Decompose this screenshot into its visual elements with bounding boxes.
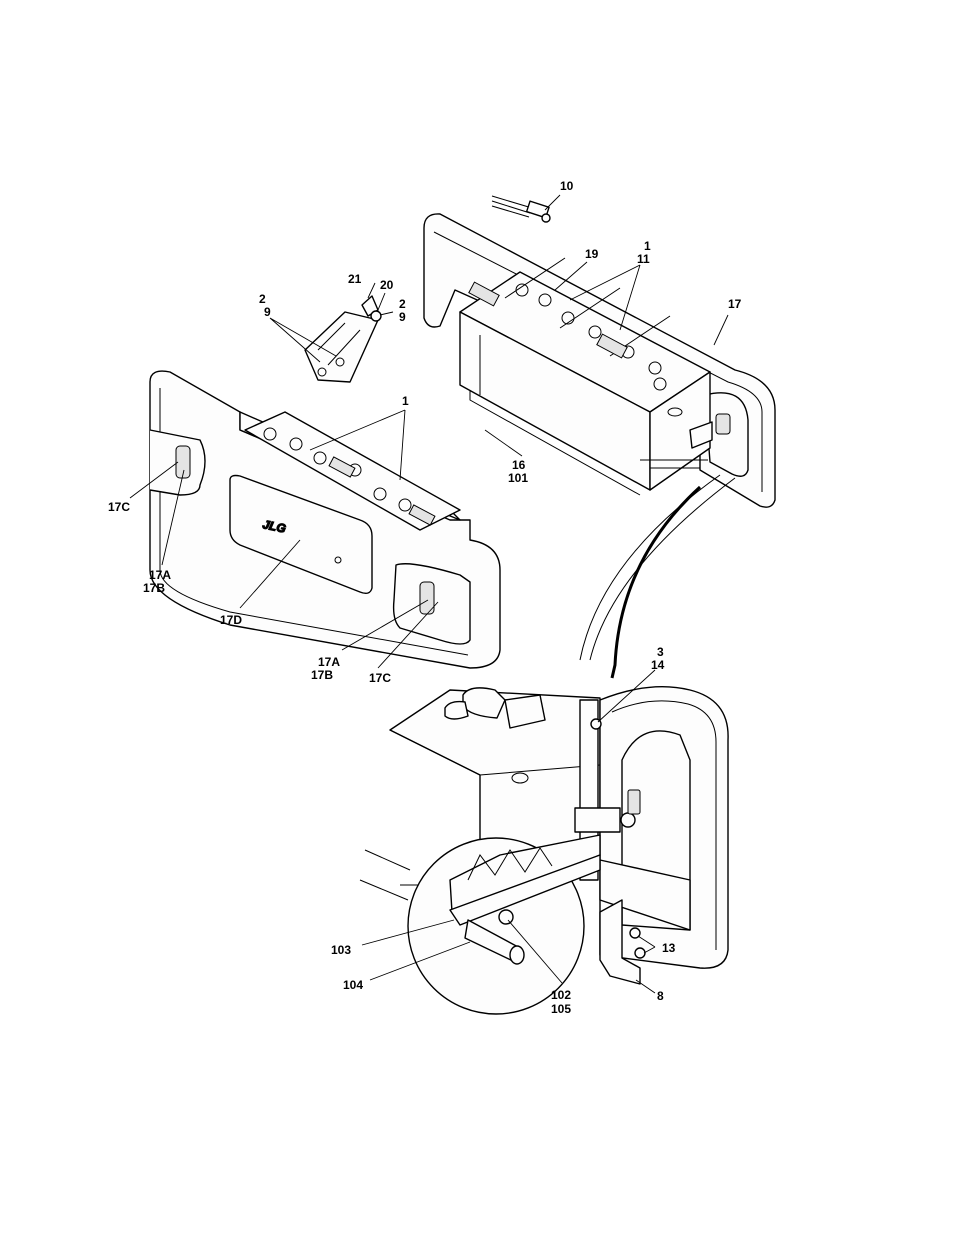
svg-text:17: 17 xyxy=(728,297,742,311)
svg-text:11: 11 xyxy=(637,252,650,266)
callout-8-line-1: 8 xyxy=(657,989,664,1003)
callout-16-101-line-1: 16 xyxy=(512,458,526,472)
callout-3-14-line-2: 14 xyxy=(651,658,665,672)
callout-13-line-1: 13 xyxy=(662,941,676,955)
svg-text:17A: 17A xyxy=(149,568,171,582)
callout-16-101-line-2: 101 xyxy=(508,471,528,485)
svg-text:17C: 17C xyxy=(369,671,391,685)
callout-2-9-right-line-1: 2 xyxy=(399,297,406,311)
callout-20-line-1: 20 xyxy=(380,278,394,292)
callout-1-11-line-2: 11 xyxy=(637,252,650,266)
svg-text:102: 102 xyxy=(551,988,571,1002)
svg-text:9: 9 xyxy=(399,310,406,324)
callout-1-left-line-1: 1 xyxy=(402,394,409,408)
cable-lead-part xyxy=(492,196,550,222)
svg-text:2: 2 xyxy=(259,292,266,306)
callout-17c-left-line-1: 17C xyxy=(108,500,130,514)
svg-text:104: 104 xyxy=(343,978,363,992)
svg-text:20: 20 xyxy=(380,278,394,292)
svg-text:105: 105 xyxy=(551,1002,571,1016)
svg-text:101: 101 xyxy=(508,471,528,485)
svg-text:16: 16 xyxy=(512,458,526,472)
callout-2-9-left-line-2: 9 xyxy=(264,305,271,319)
callout-10-line-1: 10 xyxy=(560,179,574,193)
callout-17-line-1: 17 xyxy=(728,297,742,311)
svg-text:1: 1 xyxy=(644,239,651,253)
svg-text:17A: 17A xyxy=(318,655,340,669)
svg-text:17B: 17B xyxy=(311,668,333,682)
callout-2-9-left-line-1: 2 xyxy=(259,292,266,306)
callout-21-line-1: 21 xyxy=(348,272,362,286)
svg-text:19: 19 xyxy=(585,247,599,261)
connector-assembly xyxy=(305,296,381,382)
svg-text:1: 1 xyxy=(402,394,409,408)
svg-text:13: 13 xyxy=(662,941,676,955)
callout-103-line-1: 103 xyxy=(331,943,351,957)
svg-text:103: 103 xyxy=(331,943,351,957)
svg-text:8: 8 xyxy=(657,989,664,1003)
callout-17c-right-line-1: 17C xyxy=(369,671,391,685)
callout-17a-17b-right-line-2: 17B xyxy=(311,668,333,682)
svg-text:14: 14 xyxy=(651,658,665,672)
callout-104-line-1: 104 xyxy=(343,978,363,992)
callout-19-line-1: 19 xyxy=(585,247,599,261)
svg-text:17D: 17D xyxy=(220,613,242,627)
svg-text:17B: 17B xyxy=(143,581,165,595)
svg-text:2: 2 xyxy=(399,297,406,311)
callout-17a-17b-left-line-2: 17B xyxy=(143,581,165,595)
svg-text:10: 10 xyxy=(560,179,574,193)
callout-102-105-line-1: 102 xyxy=(551,988,571,1002)
callout-2-9-right-line-2: 9 xyxy=(399,310,406,324)
callout-3-14-line-1: 3 xyxy=(657,645,664,659)
svg-text:21: 21 xyxy=(348,272,362,286)
callout-17a-17b-left-line-1: 17A xyxy=(149,568,171,582)
svg-text:3: 3 xyxy=(657,645,664,659)
svg-text:9: 9 xyxy=(264,305,271,319)
callout-102-105-line-2: 105 xyxy=(551,1002,571,1016)
callout-1-11-line-1: 1 xyxy=(644,239,651,253)
callout-17d-line-1: 17D xyxy=(220,613,242,627)
svg-text:17C: 17C xyxy=(108,500,130,514)
callout-17a-17b-right-line-1: 17A xyxy=(318,655,340,669)
